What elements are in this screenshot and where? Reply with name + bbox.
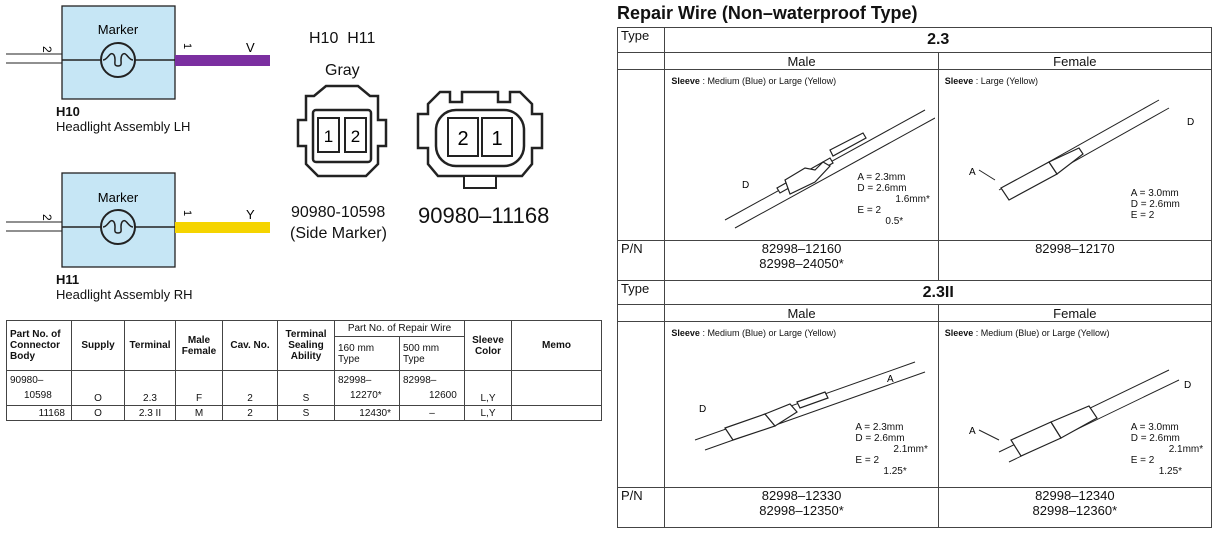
- connector-color: Gray: [325, 62, 360, 79]
- table-row: 11168 O 2.3 II M 2 S 12430* – L,Y: [6, 405, 602, 421]
- h10-id: H10: [56, 104, 80, 119]
- connector-11168-pin-1: 1: [491, 128, 502, 150]
- type-label: Type: [616, 27, 666, 53]
- col-memo: Memo: [511, 320, 602, 371]
- type-2-3-name: 2.3: [664, 27, 1212, 53]
- repair-wire-table: Type 2.3 Male Female Sleeve : Medium (Bl…: [616, 27, 1213, 528]
- repair-wire-title: Repair Wire (Non–waterproof Type): [617, 3, 918, 23]
- type-2-3ii-male-drawing: Sleeve : Medium (Blue) or Large (Yellow)…: [665, 322, 937, 487]
- type-2-3-female-drawing: Sleeve : Large (Yellow) A D A = 3.0mm D …: [939, 70, 1211, 240]
- h10-name: Headlight Assembly LH: [56, 119, 191, 134]
- type-2-3-male-drawing: Sleeve : Medium (Blue) or Large (Yellow)…: [665, 70, 937, 240]
- h10-pin-left: 2: [40, 46, 54, 53]
- col-supply: Supply: [71, 320, 125, 371]
- table-row: 90980–10598 O 2.3 F 2 S 82998–12270* 829…: [6, 370, 602, 406]
- female-terminal-icon: A D: [969, 99, 1194, 201]
- male-terminal-icon: D A: [695, 361, 926, 451]
- h10-wire-color: V: [246, 40, 255, 55]
- connector-10598-part: 90980-10598: [291, 204, 386, 221]
- h11-marker-group: 2 Marker 1 Y: [6, 172, 270, 268]
- male-terminal-icon: A D: [725, 109, 936, 229]
- h10-marker-group: 2 Marker 1 V: [6, 5, 270, 100]
- connector-10598-note: (Side Marker): [290, 225, 387, 242]
- connector-parts-table: Part No. of Connector Body Supply Termin…: [6, 320, 602, 421]
- bulb-icon: [100, 42, 136, 78]
- svg-text:D: D: [699, 404, 706, 415]
- h10-violet-wire: [175, 55, 270, 66]
- h11-pin-right: 1: [181, 210, 193, 216]
- svg-text:A: A: [969, 167, 976, 178]
- h11-pin-left: 2: [40, 214, 54, 221]
- col-160mm: 160 mm Type: [334, 336, 400, 371]
- h11-box-label: Marker: [98, 190, 139, 205]
- col-sleeve: Sleeve Color: [464, 320, 512, 371]
- connector-header: H10 H11: [309, 30, 376, 47]
- h11-wire-color: Y: [246, 207, 255, 222]
- h10-pin-right: 1: [181, 43, 193, 49]
- h11-id: H11: [56, 272, 80, 287]
- h11-yellow-wire: [175, 222, 270, 233]
- male-header: Male: [664, 52, 939, 70]
- female-header: Female: [937, 52, 1213, 70]
- connector-10598-pin-2: 2: [351, 127, 360, 146]
- pn-label: P/N: [616, 240, 666, 281]
- female-header: Female: [937, 304, 1213, 322]
- type-2-3ii-female-drawing: Sleeve : Medium (Blue) or Large (Yellow)…: [939, 322, 1211, 487]
- h10-box-label: Marker: [98, 22, 139, 37]
- svg-text:D: D: [1187, 117, 1194, 128]
- type-label: Type: [616, 280, 666, 305]
- col-male-female: Male Female: [175, 320, 223, 371]
- connector-11168-pin-2: 2: [457, 128, 468, 150]
- type-2-3ii-name: 2.3II: [664, 280, 1212, 305]
- svg-text:A: A: [969, 426, 976, 437]
- male-header: Male: [664, 304, 939, 322]
- connector-11168-face: 2 1: [416, 90, 544, 189]
- connector-10598-face: 1 2: [296, 84, 388, 178]
- pn-label: P/N: [616, 487, 666, 528]
- col-sealing: Terminal Sealing Ability: [277, 320, 335, 371]
- connector-faces: 1 2 2 1: [296, 84, 544, 189]
- col-500mm: 500 mm Type: [399, 336, 465, 371]
- svg-text:A: A: [887, 374, 894, 385]
- connector-11168-part: 90980–11168: [418, 203, 550, 228]
- svg-text:D: D: [742, 180, 749, 191]
- col-terminal: Terminal: [124, 320, 176, 371]
- col-repair-wire: Part No. of Repair Wire: [334, 320, 465, 337]
- svg-text:D: D: [1184, 380, 1191, 391]
- col-part-no: Part No. of Connector Body: [6, 320, 72, 371]
- female-terminal-icon: A D: [969, 369, 1191, 463]
- h11-name: Headlight Assembly RH: [56, 287, 193, 302]
- connector-10598-pin-1: 1: [324, 127, 333, 146]
- bulb-icon: [100, 209, 136, 245]
- wiring-diagram: 2 Marker 1 V 2 Marker 1 Y: [6, 5, 270, 268]
- col-cav-no: Cav. No.: [222, 320, 278, 371]
- type-2-3-female-pn: 82998–12170: [937, 240, 1213, 281]
